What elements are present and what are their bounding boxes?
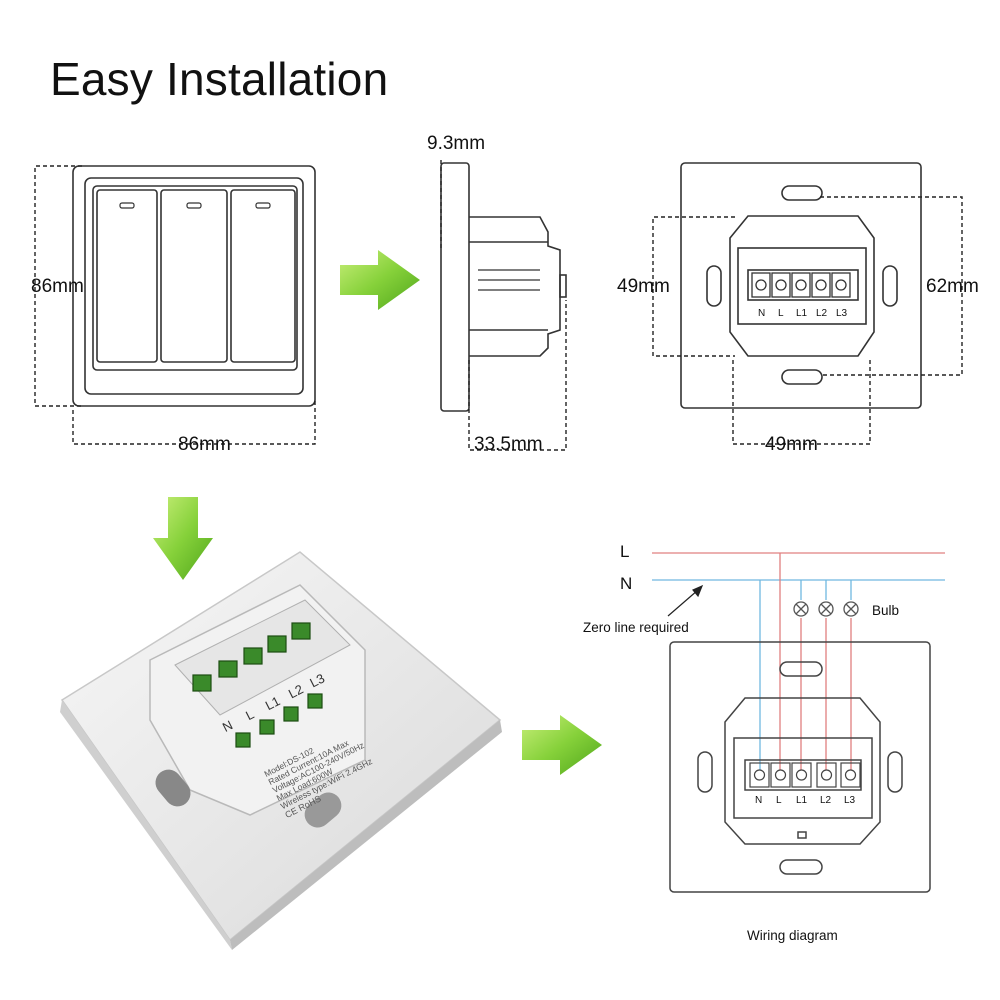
- arrow-right-icon: [522, 715, 602, 775]
- wiring-diagram-caption: Wiring diagram: [747, 928, 838, 943]
- side-view: [440, 162, 567, 412]
- svg-text:L1: L1: [796, 795, 808, 806]
- svg-text:L3: L3: [307, 671, 327, 691]
- zero-line-note: Zero line required: [583, 620, 689, 635]
- front-width-label: 86mm: [178, 434, 231, 455]
- arrow-down-icon: [153, 497, 213, 580]
- svg-text:L: L: [776, 795, 782, 806]
- svg-text:N: N: [755, 795, 762, 806]
- svg-text:L2: L2: [816, 308, 828, 319]
- side-depth-top-label: 9.3mm: [427, 133, 486, 154]
- back-view: [680, 162, 922, 409]
- page-title: Easy Installation: [50, 53, 389, 105]
- wiring-plate: [669, 641, 931, 893]
- bulb-label: Bulb: [872, 603, 900, 618]
- line-l-label: L: [620, 542, 630, 561]
- svg-text:L: L: [778, 308, 784, 319]
- back-photo: [60, 551, 502, 950]
- rocker-3: [230, 189, 296, 363]
- wiring-lines: [652, 552, 945, 770]
- svg-text:L1: L1: [796, 308, 808, 319]
- svg-text:L2: L2: [820, 795, 832, 806]
- line-n-label: N: [620, 574, 633, 593]
- svg-text:L3: L3: [844, 795, 856, 806]
- svg-text:L1: L1: [263, 693, 283, 713]
- back-box-height-label: 49mm: [617, 276, 670, 297]
- bulb-icon: [793, 601, 859, 617]
- side-depth-total-label: 33.5mm: [474, 434, 543, 455]
- arrow-right-icon: [340, 250, 420, 310]
- back-box-width-label: 49mm: [765, 434, 818, 455]
- front-height-label: 86mm: [31, 276, 84, 297]
- wiring-terminal-labels: N L L1 L2 L3: [755, 795, 856, 806]
- front-view: [72, 165, 316, 407]
- back-screw-spacing-label: 62mm: [926, 276, 979, 297]
- back-terminal-labels: N L L1 L2 L3: [758, 308, 848, 319]
- svg-text:L3: L3: [836, 308, 848, 319]
- svg-text:N: N: [758, 308, 765, 319]
- rocker-2: [160, 189, 228, 363]
- rocker-1: [96, 189, 158, 363]
- photo-terminal-labels: N L L1 L2 L3: [220, 671, 327, 735]
- svg-text:L2: L2: [286, 681, 306, 701]
- zero-line-arrow: [667, 584, 704, 617]
